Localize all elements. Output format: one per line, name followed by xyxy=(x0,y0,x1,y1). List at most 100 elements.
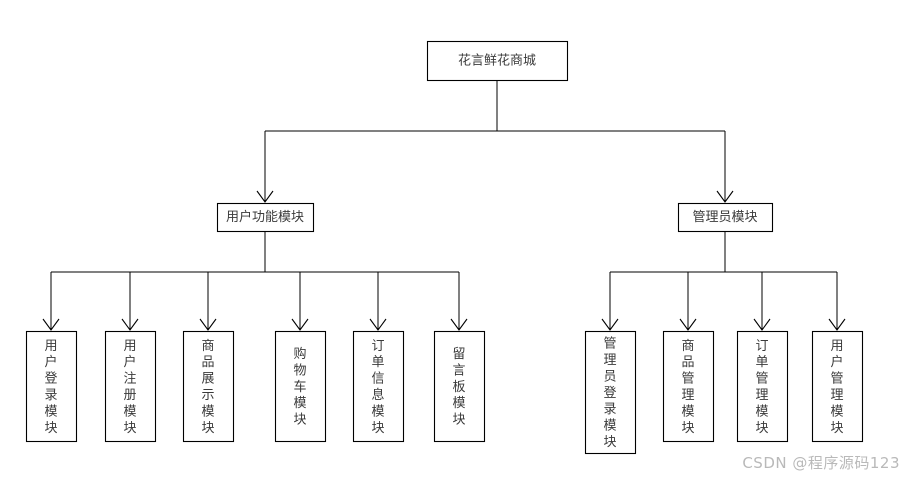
node-product-display-label-char: 模 xyxy=(201,404,214,419)
node-root-box[interactable] xyxy=(426,40,569,82)
arrow-head-icon xyxy=(256,190,274,203)
node-order-manage[interactable]: 订单管理模块订单管理模块 xyxy=(736,330,789,443)
node-message-board[interactable]: 留言板模块留言板模块 xyxy=(433,330,486,443)
node-product-manage-label-char: 块 xyxy=(681,421,694,436)
node-message-board-box[interactable] xyxy=(433,330,486,443)
node-user-register-label-char: 户 xyxy=(123,354,136,370)
node-user-manage-label-char: 管 xyxy=(830,372,843,387)
node-order-manage-box[interactable] xyxy=(736,330,789,443)
node-product-manage[interactable]: 商品管理模块商品管理模块 xyxy=(662,330,715,443)
arrow-head-icon xyxy=(291,318,309,331)
node-shopping-cart-label-char: 块 xyxy=(293,413,306,428)
node-root-label: 花言鲜花商城 xyxy=(458,53,536,69)
node-shopping-cart-label-char: 车 xyxy=(293,379,306,395)
node-product-manage-label-char: 模 xyxy=(681,404,694,419)
connectors-layer xyxy=(42,80,846,331)
node-admin-module-box[interactable] xyxy=(677,202,774,233)
node-order-info-box[interactable] xyxy=(352,330,405,443)
arrow-head-icon xyxy=(753,318,771,331)
node-admin-login-label-char: 理 xyxy=(603,353,616,368)
node-product-display-box[interactable] xyxy=(182,330,235,443)
node-order-info-label-char: 块 xyxy=(371,421,384,436)
node-user-login-label-char: 户 xyxy=(44,354,57,370)
node-user-manage-label-char: 模 xyxy=(830,404,843,419)
node-product-manage-box[interactable] xyxy=(662,330,715,443)
node-user-register-label-char: 块 xyxy=(123,421,136,436)
node-admin-login-label-char: 登 xyxy=(603,386,616,401)
csdn-watermark: CSDN @程序源码123 xyxy=(742,454,900,472)
node-user-module[interactable]: 用户功能模块 xyxy=(216,202,315,233)
node-order-manage-label-char: 管 xyxy=(755,372,768,387)
node-product-manage-label-char: 品 xyxy=(681,355,694,370)
node-product-manage-label-char: 商 xyxy=(681,339,694,354)
arrow-head-icon xyxy=(369,318,387,331)
node-user-register-label-char: 注 xyxy=(123,372,136,387)
node-message-board-label-char: 留 xyxy=(452,347,465,362)
node-message-board-label-char: 板 xyxy=(452,380,465,395)
node-order-info-label-char: 模 xyxy=(371,404,384,419)
node-user-register-box[interactable] xyxy=(104,330,157,443)
node-order-manage-label-char: 单 xyxy=(755,355,768,370)
node-user-register-label-char: 用 xyxy=(123,339,136,354)
node-user-login-label-char: 块 xyxy=(44,421,57,436)
node-user-manage-label-char: 户 xyxy=(830,354,843,370)
node-order-info[interactable]: 订单信息模块订单信息模块 xyxy=(352,330,405,443)
node-admin-login-label-char: 录 xyxy=(603,402,616,417)
node-product-display-label-char: 块 xyxy=(201,421,214,436)
node-message-board-label-char: 块 xyxy=(452,413,465,428)
nodes-layer: 花言鲜花商城用户功能模块管理员模块用户登录模块用户登录模块用户注册模块用户注册模… xyxy=(25,40,864,455)
node-product-manage-label-char: 理 xyxy=(681,388,694,403)
node-product-display-label-char: 商 xyxy=(201,339,214,354)
arrow-head-icon xyxy=(121,318,139,331)
node-order-manage-label-char: 块 xyxy=(755,421,768,436)
node-admin-login-label-char: 员 xyxy=(603,369,616,384)
node-order-info-label-char: 信 xyxy=(371,372,384,387)
node-order-info-label-char: 息 xyxy=(371,387,384,403)
node-admin-login[interactable]: 管理员登录模块管理员登录模块 xyxy=(584,330,637,455)
node-user-manage-box[interactable] xyxy=(811,330,864,443)
arrow-head-icon xyxy=(679,318,697,331)
node-user-login-label-char: 登 xyxy=(44,372,57,387)
node-user-manage-label-char: 理 xyxy=(830,388,843,403)
node-shopping-cart[interactable]: 购物车模块购物车模块 xyxy=(274,330,327,443)
node-product-display-label-char: 示 xyxy=(201,388,214,403)
node-shopping-cart-box[interactable] xyxy=(274,330,327,443)
node-user-module-box[interactable] xyxy=(216,202,315,233)
node-admin-login-label-char: 块 xyxy=(603,435,616,450)
arrow-head-icon xyxy=(450,318,468,331)
node-user-manage[interactable]: 用户管理模块用户管理模块 xyxy=(811,330,864,443)
node-user-register-label-char: 模 xyxy=(123,404,136,419)
node-shopping-cart-label-char: 模 xyxy=(293,396,306,411)
node-shopping-cart-label-char: 物 xyxy=(293,363,306,378)
node-order-manage-label-char: 理 xyxy=(755,388,768,403)
node-user-login-label-char: 录 xyxy=(44,388,57,403)
node-order-manage-label-char: 模 xyxy=(755,404,768,419)
node-message-board-label-char: 模 xyxy=(452,396,465,411)
node-admin-module[interactable]: 管理员模块 xyxy=(677,202,774,233)
arrow-head-icon xyxy=(828,318,846,331)
node-product-display[interactable]: 商品展示模块商品展示模块 xyxy=(182,330,235,443)
node-user-login[interactable]: 用户登录模块用户登录模块 xyxy=(25,330,78,443)
node-user-manage-label-char: 用 xyxy=(830,339,843,354)
arrow-head-icon xyxy=(601,318,619,331)
node-user-login-box[interactable] xyxy=(25,330,78,443)
node-admin-module-label: 管理员模块 xyxy=(692,210,757,225)
node-message-board-label-char: 言 xyxy=(452,363,465,378)
node-root[interactable]: 花言鲜花商城 xyxy=(426,40,569,82)
arrow-head-icon xyxy=(42,318,60,331)
node-user-login-label-char: 用 xyxy=(44,339,57,354)
arrow-head-icon xyxy=(716,190,734,203)
node-product-manage-label-char: 管 xyxy=(681,372,694,387)
node-admin-login-label-char: 模 xyxy=(603,419,616,434)
node-product-display-label-char: 展 xyxy=(201,372,214,387)
node-order-info-label-char: 单 xyxy=(371,355,384,370)
node-user-manage-label-char: 块 xyxy=(830,421,843,436)
node-admin-login-label-char: 管 xyxy=(603,337,616,352)
node-admin-login-box[interactable] xyxy=(584,330,637,455)
node-shopping-cart-label-char: 购 xyxy=(293,346,306,362)
node-user-register[interactable]: 用户注册模块用户注册模块 xyxy=(104,330,157,443)
node-user-module-label: 用户功能模块 xyxy=(226,209,304,225)
arrow-head-icon xyxy=(199,318,217,331)
